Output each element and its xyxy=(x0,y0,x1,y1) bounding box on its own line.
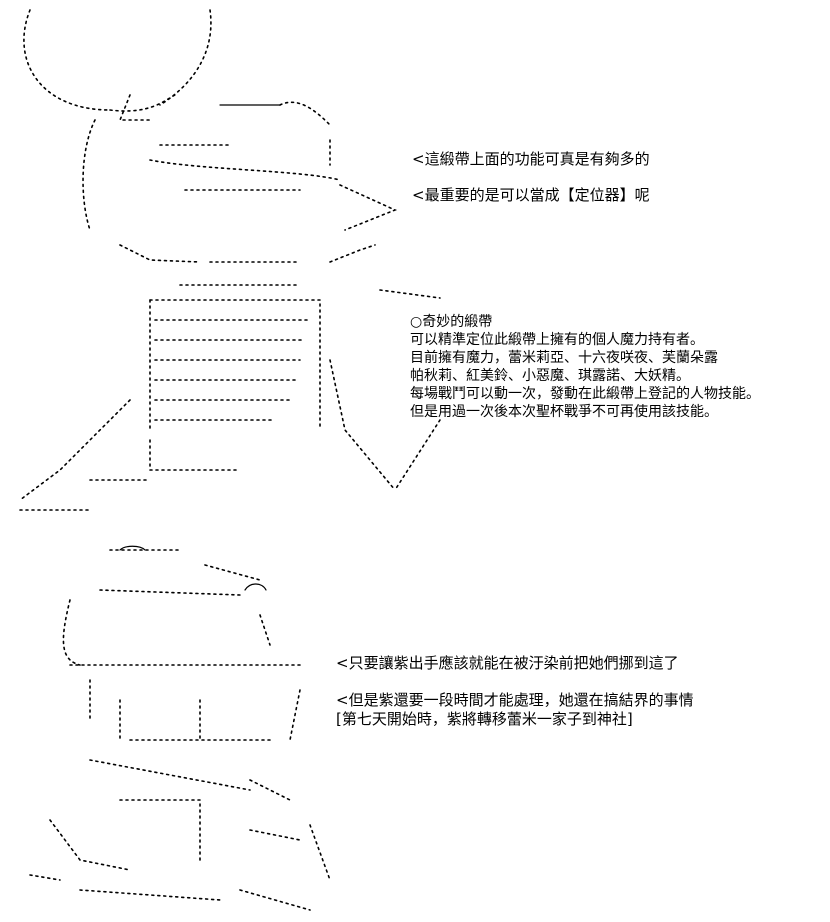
ribbon-info-title: ○奇妙的緞帶 xyxy=(410,314,493,330)
bottom-speech-2: <但是紫還要一段時間才能處理，她還在搞結界的事情 xyxy=(336,691,694,709)
ribbon-info-line-4: 每場戰鬥可以動一次，發動在此緞帶上登記的人物技能。 xyxy=(410,386,760,402)
top-speech-1: <這緞帶上面的功能可真是有夠多的 xyxy=(412,150,650,168)
top-speech-2: <最重要的是可以當成【定位器】呢 xyxy=(412,186,650,204)
ribbon-info-line-5: 但是用過一次後本次聖杯戰爭不可再使用該技能。 xyxy=(410,404,718,420)
top-figure-art xyxy=(19,9,441,511)
ribbon-info-line-3: 帕秋莉、紅美鈴、小惡魔、琪露諾、大妖精。 xyxy=(410,368,690,384)
ribbon-info-line-2: 目前擁有魔力，蕾米莉亞、十六夜咲夜、芙蘭朵露 xyxy=(410,350,718,366)
bottom-figure-art xyxy=(29,545,331,911)
bottom-speech-1: <只要讓紫出手應該就能在被汙染前把她們挪到這了 xyxy=(336,654,679,672)
ribbon-info-block: ○奇妙的緞帶 可以精準定位此緞帶上擁有的個人魔力持有者。 目前擁有魔力，蕾米莉亞… xyxy=(410,313,760,421)
bottom-note: [第七天開始時，紫將轉移蕾米一家子到神社] xyxy=(336,710,633,728)
ribbon-info-line-1: 可以精準定位此緞帶上擁有的個人魔力持有者。 xyxy=(410,332,704,348)
